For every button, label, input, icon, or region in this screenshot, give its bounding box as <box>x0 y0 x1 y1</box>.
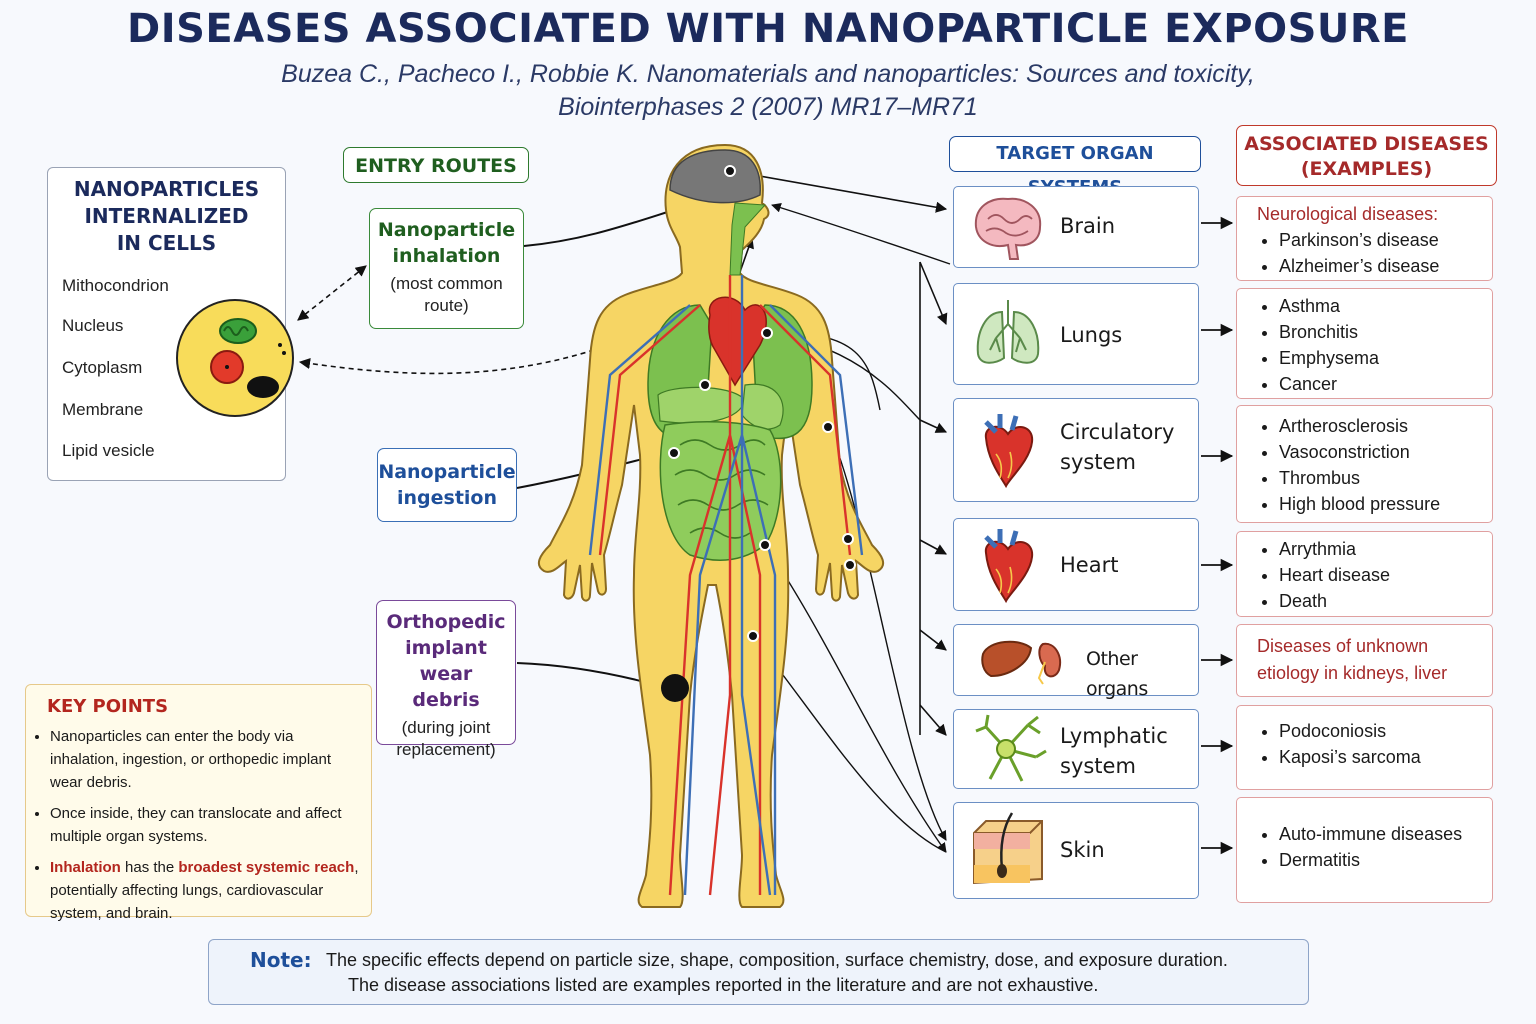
cell-label-lipid-vesicle: Lipid vesicle <box>62 441 155 460</box>
liver-kidney-icon <box>981 640 1061 685</box>
organ-brain: Brain <box>953 186 1199 268</box>
brain-to-brain-box <box>730 170 948 213</box>
cell-label-nucleus: Nucleus <box>62 316 124 335</box>
disease-item: High blood pressure <box>1279 491 1492 517</box>
disease-item: Thrombus <box>1279 465 1492 491</box>
key-points-panel: KEY POINTS Nanoparticles can enter the b… <box>25 684 372 922</box>
note-line-2: The disease associations listed are exam… <box>348 975 1099 995</box>
page-title: DISEASES ASSOCIATED WITH NANOPARTICLE EX… <box>126 6 1410 52</box>
disease-item: Arrythmia <box>1279 536 1492 562</box>
disease-group-heart: Arrythmia Heart disease Death <box>1236 531 1493 617</box>
organ-lungs: Lungs <box>953 283 1199 385</box>
disease-item: Auto-immune diseases <box>1279 821 1492 847</box>
disease-item: Cancer <box>1279 371 1492 397</box>
heart-icon <box>984 414 1034 489</box>
disease-group-lungs: Asthma Bronchitis Emphysema Cancer <box>1236 288 1493 399</box>
brain-box-to-nose <box>771 202 951 265</box>
cell-label-mithocondrion: Mithocondrion <box>62 276 169 295</box>
disease-item: Death <box>1279 588 1492 614</box>
disease-item: Artherosclerosis <box>1279 413 1492 439</box>
lipid-vesicle-shape <box>247 376 279 398</box>
disease-group-lymphatic: Podoconiosis Kaposi’s sarcoma <box>1236 705 1493 790</box>
artery-path <box>598 275 852 896</box>
disease-item: Emphysema <box>1279 345 1492 371</box>
disease-group-skin: Auto-immune diseases Dermatitis <box>1236 797 1493 903</box>
disease-item: Dermatitis <box>1279 847 1492 873</box>
heart-shape <box>708 296 767 387</box>
key-points-title: KEY POINTS <box>47 696 169 717</box>
note-line-1: The specific effects depend on particle … <box>326 950 1228 970</box>
skin-icon <box>973 811 1043 884</box>
disease-item: Vasoconstriction <box>1279 439 1492 465</box>
citation-line-1: Buzea C., Pacheco I., Robbie K. Nanomate… <box>281 60 1255 88</box>
key-point-3: Inhalation has the broadest systemic rea… <box>50 856 361 925</box>
disease-item: Alzheimer’s disease <box>1279 253 1492 279</box>
disease-item: Podoconiosis <box>1279 718 1492 744</box>
disease-group-brain: Neurological diseases: Parkinson’s disea… <box>1236 196 1493 281</box>
note-panel: Note: The specific effects depend on par… <box>208 939 1309 1005</box>
disease-group-other-organs: Diseases of unknown etiology in kidneys,… <box>1236 624 1493 697</box>
cell-illustration <box>176 299 294 417</box>
disease-item: Bronchitis <box>1279 319 1492 345</box>
human-body-illustration <box>537 143 885 908</box>
disease-item: Kaposi’s sarcoma <box>1279 744 1492 770</box>
lymph-node-icon <box>975 714 1047 782</box>
disease-group-circulatory: Artherosclerosis Vasoconstriction Thromb… <box>1236 405 1493 523</box>
lungs-icon <box>976 300 1040 364</box>
entry-routes-header: ENTRY ROUTES <box>343 147 529 183</box>
organ-skin: Skin <box>953 802 1199 899</box>
brain-icon <box>974 197 1042 260</box>
associated-diseases-header: ASSOCIATED DISEASES(EXAMPLES) <box>1236 125 1497 186</box>
disease-item: Heart disease <box>1279 562 1492 588</box>
cell-panel-title: NANOPARTICLES INTERNALIZED IN CELLS <box>73 177 260 255</box>
citation-line-2: Biointerphases 2 (2007) MR17–MR71 <box>558 93 978 121</box>
note-label: Note: <box>250 948 312 972</box>
knee-implant-dot <box>661 674 689 702</box>
disease-item: Asthma <box>1279 293 1492 319</box>
disease-item: Parkinson’s disease <box>1279 227 1492 253</box>
lung-cell-arrow <box>298 337 629 375</box>
organ-heart: Heart <box>953 518 1199 611</box>
target-organ-systems-header: TARGET ORGAN SYSTEMS <box>949 136 1201 198</box>
brain-shape <box>669 149 761 204</box>
key-point-1: Nanoparticles can enter the body via inh… <box>50 725 361 794</box>
mitochondrion-shape <box>219 318 257 344</box>
organ-other-organs: Other organs <box>953 624 1199 700</box>
key-point-2: Once inside, they can translocate and af… <box>50 802 361 848</box>
stomach-shape <box>741 383 784 430</box>
cell-label-membrane: Membrane <box>62 400 144 419</box>
cell-inhalation-arrow <box>297 265 367 321</box>
vein-path <box>588 275 864 896</box>
cell-label-cytoplasm: Cytoplasm <box>62 358 143 377</box>
heart-icon <box>984 528 1034 603</box>
